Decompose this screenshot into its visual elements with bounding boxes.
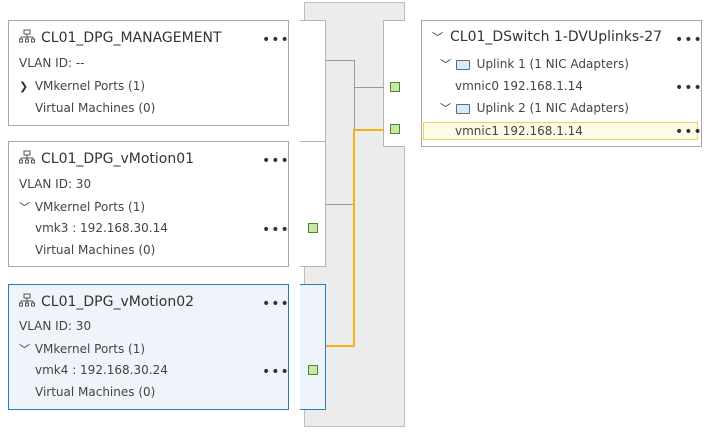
chevron-down-icon: ﹀ <box>432 31 443 44</box>
wire-pg2-h <box>326 204 354 205</box>
portgroup-name: CL01_DPG_MANAGEMENT <box>41 30 222 46</box>
nic-more-actions-icon[interactable]: ••• <box>675 124 703 140</box>
vmk-entry[interactable]: vmk3 : 192.168.30.14 <box>35 221 168 235</box>
portgroup-card-management[interactable]: CL01_DPG_MANAGEMENT ••• VLAN ID: -- ❯ VM… <box>8 20 289 126</box>
vmk3-port[interactable] <box>308 223 318 233</box>
portgroup-icon <box>19 293 35 311</box>
uplink1-port[interactable] <box>390 82 400 92</box>
vlan-label: VLAN ID: 30 <box>19 177 92 191</box>
portgroup-card-vmotion02[interactable]: CL01_DPG_vMotion02 ••• VLAN ID: 30 ﹀ VMk… <box>8 284 289 410</box>
chevron-right-icon: ❯ <box>19 80 29 93</box>
highlight-path-h1 <box>326 345 355 347</box>
portgroup-card-vmotion01[interactable]: CL01_DPG_vMotion01 ••• VLAN ID: 30 ﹀ VMk… <box>8 141 289 267</box>
pg3-connector-box <box>300 284 326 410</box>
more-actions-icon[interactable]: ••• <box>262 153 290 169</box>
chevron-down-icon: ﹀ <box>19 201 30 214</box>
uplink1-label: Uplink 1 (1 NIC Adapters) <box>476 57 629 71</box>
vmk-entry[interactable]: vmk4 : 192.168.30.24 <box>35 363 168 377</box>
nic-entry-highlighted[interactable]: vmnic1 192.168.1.14 ••• <box>423 122 702 140</box>
portgroup-name: CL01_DPG_vMotion02 <box>41 294 195 310</box>
pg2-connector-box <box>300 141 326 267</box>
nic-label: vmnic1 192.168.1.14 <box>455 124 583 138</box>
uplinks-title[interactable]: ﹀ CL01_DSwitch 1-DVUplinks-27 <box>432 29 662 45</box>
vmk-more-actions-icon[interactable]: ••• <box>262 222 290 238</box>
wire-pg1-h <box>326 60 354 61</box>
portgroup-icon <box>19 150 35 168</box>
uplinks-card[interactable]: ﹀ CL01_DSwitch 1-DVUplinks-27 ••• ﹀ Upli… <box>421 20 702 147</box>
highlight-path-h2 <box>353 129 384 131</box>
more-actions-icon[interactable]: ••• <box>675 32 703 48</box>
chevron-down-icon: ﹀ <box>440 102 451 115</box>
more-actions-icon[interactable]: ••• <box>262 296 290 312</box>
chevron-down-icon: ﹀ <box>19 343 30 356</box>
vmkernel-ports-toggle[interactable]: ❯ VMkernel Ports (1) <box>19 79 145 93</box>
portgroup-title: CL01_DPG_MANAGEMENT <box>19 29 222 47</box>
vlan-label: VLAN ID: 30 <box>19 319 92 333</box>
vmkernel-ports-label: VMkernel Ports (1) <box>34 342 146 356</box>
uplink1-toggle[interactable]: ﹀ Uplink 1 (1 NIC Adapters) <box>440 56 629 72</box>
uplink-icon <box>455 59 470 70</box>
vlan-label: VLAN ID: -- <box>19 56 85 70</box>
virtual-machines-label: Virtual Machines (0) <box>35 385 156 399</box>
uplink2-label: Uplink 2 (1 NIC Adapters) <box>476 101 629 115</box>
nic-entry[interactable]: vmnic0 192.168.1.14 <box>455 79 583 93</box>
vmkernel-ports-label: VMkernel Ports (1) <box>34 200 146 214</box>
uplink2-toggle[interactable]: ﹀ Uplink 2 (1 NIC Adapters) <box>440 100 629 116</box>
portgroup-title: CL01_DPG_vMotion01 <box>19 150 194 168</box>
vmk4-port[interactable] <box>308 365 318 375</box>
virtual-machines-label: Virtual Machines (0) <box>35 101 156 115</box>
uplinks-name: CL01_DSwitch 1-DVUplinks-27 <box>450 29 663 45</box>
portgroup-title: CL01_DPG_vMotion02 <box>19 293 194 311</box>
portgroup-name: CL01_DPG_vMotion01 <box>41 151 195 167</box>
chevron-down-icon: ﹀ <box>440 58 451 71</box>
highlight-path-v <box>353 129 355 347</box>
uplink2-port[interactable] <box>390 124 400 134</box>
virtual-machines-label: Virtual Machines (0) <box>35 243 156 257</box>
vmk-more-actions-icon[interactable]: ••• <box>262 364 290 380</box>
portgroup-icon <box>19 29 35 47</box>
nic-more-actions-icon[interactable]: ••• <box>675 80 703 96</box>
uplink-icon <box>455 103 470 114</box>
vmkernel-ports-toggle[interactable]: ﹀ VMkernel Ports (1) <box>19 199 145 215</box>
wire-uplink1-h <box>354 87 384 88</box>
vmkernel-ports-toggle[interactable]: ﹀ VMkernel Ports (1) <box>19 341 145 357</box>
more-actions-icon[interactable]: ••• <box>262 32 290 48</box>
vmkernel-ports-label: VMkernel Ports (1) <box>34 79 146 93</box>
